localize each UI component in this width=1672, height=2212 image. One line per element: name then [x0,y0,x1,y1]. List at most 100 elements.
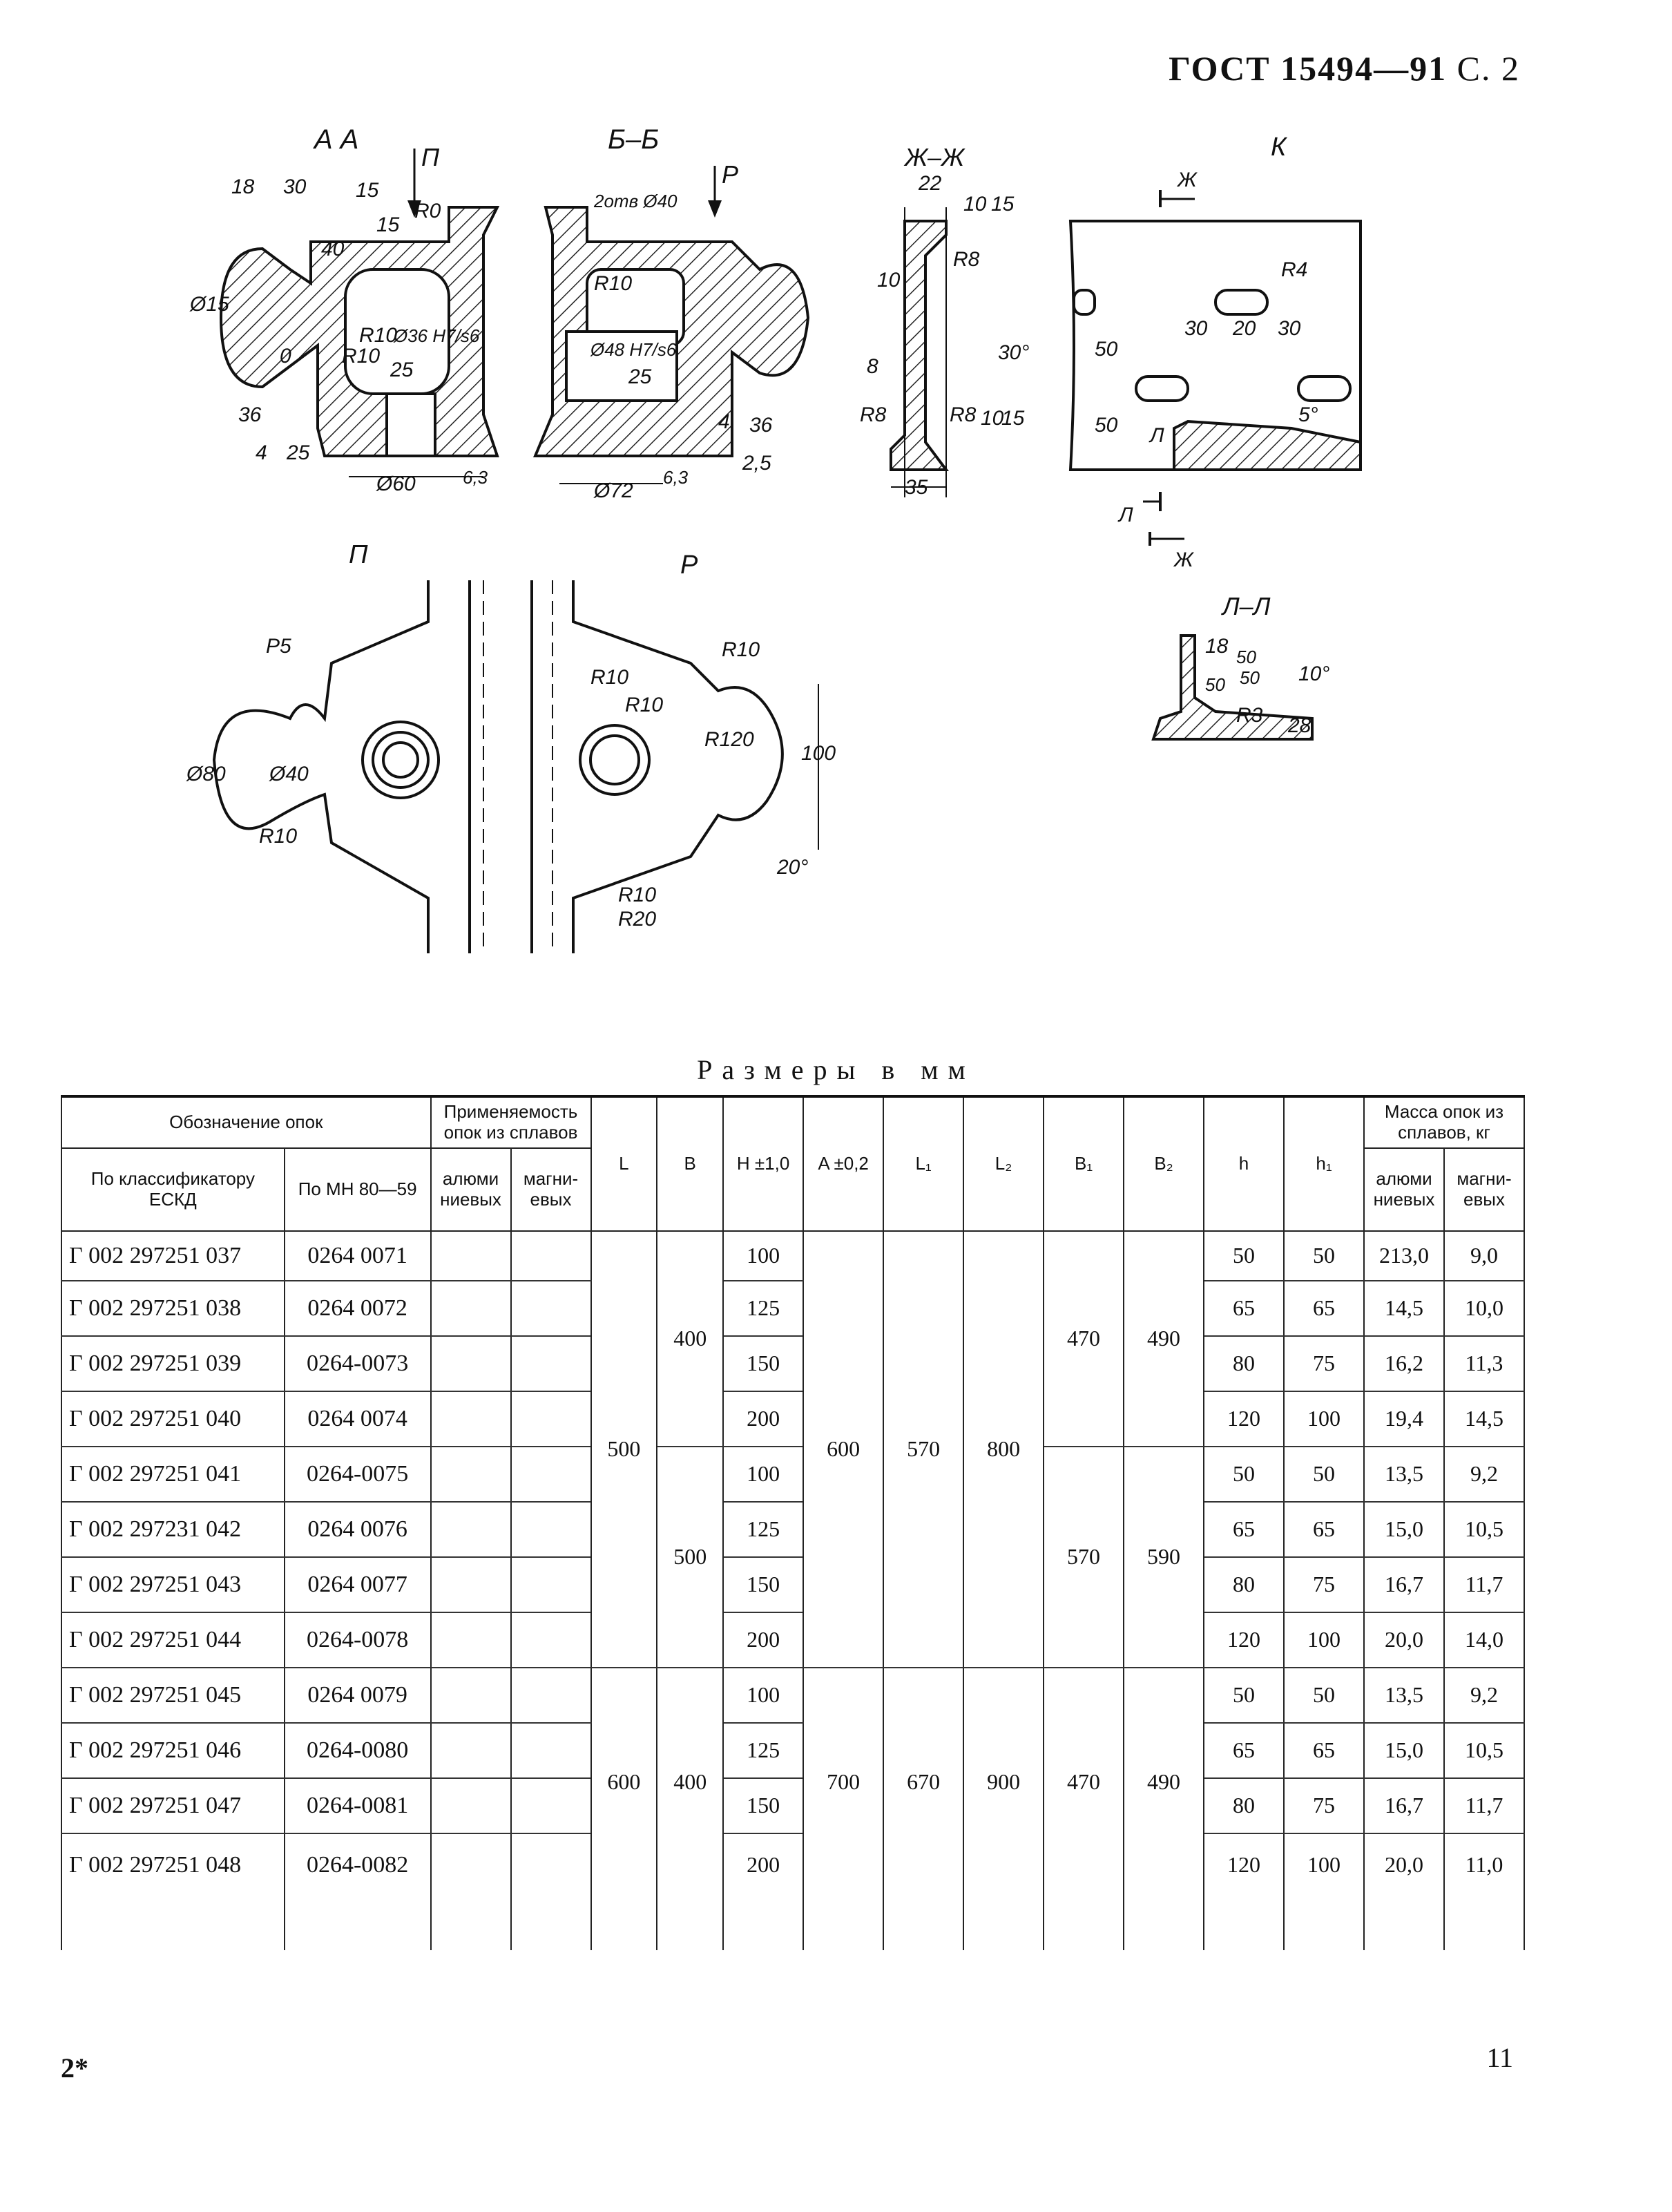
cell-mag [510,1612,592,1668]
dim-r-1: R10 [722,638,760,661]
cell-h: 65 [1203,1501,1285,1558]
dim-aa-8: R10 [359,324,397,347]
dim-zhzh-1: 22 [918,172,942,195]
cell-mag [510,1556,592,1613]
view-p: П Р5 Ø80 Ø40 R10 [186,540,484,953]
dim-ll-3: 50 [1240,667,1260,688]
section-bb-title: Б–Б [608,124,659,155]
cell-h1: 100 [1283,1612,1365,1668]
section-ll-title: Л–Л [1221,592,1271,620]
cell-mass-mag: 14,0 [1443,1612,1526,1668]
dim-zhzh-7: 8 [867,355,878,378]
dim-k-3: 30 [1184,317,1208,340]
cell-H: 150 [722,1556,805,1613]
dim-p-4: R10 [259,825,297,848]
cell-H: 125 [722,1501,805,1558]
th-H: H ±1,0 [722,1095,805,1232]
th-A: A ±0,2 [803,1095,885,1232]
table-row: Г 002 297251 046 0264-0080 125 65 65 15,… [61,1722,1526,1779]
cell-alu [430,1280,512,1337]
cell-H: 100 [722,1230,805,1281]
dim-ll-1: 18 [1205,635,1229,658]
table-row: Г 002 297251 039 0264-0073 150 80 75 16,… [61,1335,1526,1392]
cell-mag [510,1833,592,1896]
cell-eskd: Г 002 297251 043 [61,1556,285,1613]
cell-mag [510,1391,592,1447]
cell-L2: 900 [963,1667,1045,1896]
dim-aa-6: 15 [376,213,400,236]
cell-mn: 0264-0082 [283,1833,432,1896]
cell-mag [510,1722,592,1779]
dim-bb-3: Ø48 H7/s6 [590,339,677,360]
cell-mass-alu: 213,0 [1363,1230,1445,1281]
cell-h1: 75 [1283,1777,1365,1834]
cell-mass-mag: 10,5 [1443,1722,1526,1779]
dim-zhzh-6: 30° [998,341,1029,364]
dim-aa-1: 18 [231,175,255,198]
dim-aa-5: 40 [321,238,345,260]
cell-mass-alu: 19,4 [1363,1391,1445,1447]
section-zhzh: Ж–Ж 22 10 15 R8 10 30° 8 R8 R8 10 15 35 [860,143,1029,499]
cell-eskd: Г 002 297251 037 [61,1230,285,1281]
dim-r-4: R120 [704,728,754,751]
section-aa-arrow: П [421,143,440,171]
view-p-title: П [349,540,368,569]
view-r-title: Р [680,551,698,580]
dim-bb-6: 36 [749,414,773,437]
dim-zhzh-5: 10 [877,269,901,292]
cell-alu [430,1446,512,1503]
cell-alu [430,1667,512,1724]
cell-mn: 0264 0072 [283,1280,432,1337]
cell-B: 500 [656,1446,724,1668]
section-ll: Л–Л 18 50 50 10° 50 R3 28 [1151,592,1329,741]
cell-mn: 0264-0080 [283,1722,432,1779]
dim-k-1: Ж [1176,169,1198,191]
cell-mass-alu: 15,0 [1363,1722,1445,1779]
dim-bb-1: 2отв Ø40 [593,191,678,211]
cell-mag [510,1446,592,1503]
cell-mass-mag: 11,7 [1443,1777,1526,1834]
standard-number: ГОСТ 15494—91 [1169,49,1448,88]
th-designation: Обозначение опок [61,1095,432,1149]
table-caption: Размеры в мм [697,1054,975,1085]
cell-h1: 50 [1283,1446,1365,1503]
dim-aa-13: 36 [238,403,262,426]
table-row: Г 002 297251 048 0264-0082 200 120 100 2… [61,1833,1526,1896]
cell-B: 400 [656,1667,724,1896]
cell-h: 120 [1203,1391,1285,1447]
dim-k-9: Л [1149,424,1164,447]
dim-zhzh-9: R8 [950,403,977,426]
dim-bb-9: 6,3 [663,467,689,488]
cell-h: 80 [1203,1335,1285,1392]
footer-page-number: 11 [1486,2042,1513,2073]
cell-H: 200 [722,1833,805,1896]
cell-mag [510,1667,592,1724]
cell-mag [510,1777,592,1834]
section-aa: А А П 18 30 15 R0 40 15 Ø15 R10 Ø36 H7/s… [189,124,500,495]
table-row: Г 002 297251 037 0264 0071 500 400 100 6… [61,1230,1526,1668]
cell-mn: 0264 0074 [283,1391,432,1447]
cell-mass-alu: 13,5 [1363,1446,1445,1503]
cell-alu [430,1833,512,1896]
cell-mass-alu: 16,7 [1363,1777,1445,1834]
th-L1: L₁ [883,1095,965,1232]
page-header: ГОСТ 15494—91 С. 2 [1169,48,1520,88]
cell-mass-mag: 10,0 [1443,1280,1526,1337]
section-aa-title: А А [313,124,358,155]
section-bb-arrow: Р [722,160,738,189]
cell-A: 700 [803,1667,885,1896]
th-B1: B₁ [1043,1095,1125,1232]
cell-h: 120 [1203,1612,1285,1668]
cell-mass-alu: 16,2 [1363,1335,1445,1392]
cell-eskd: Г 002 297251 048 [61,1833,285,1896]
th-mag: магни- евых [510,1147,592,1232]
dim-k-10: Л [1117,504,1133,526]
th-h1: h₁ [1283,1095,1365,1232]
dim-bb-4: 25 [628,365,652,388]
cell-h: 50 [1203,1446,1285,1503]
cell-mag [510,1230,592,1281]
dim-ll-5: 50 [1205,674,1225,695]
cell-eskd: Г 002 297251 046 [61,1722,285,1779]
dim-aa-12: 25 [390,359,414,381]
dim-ll-4: 10° [1298,662,1329,685]
